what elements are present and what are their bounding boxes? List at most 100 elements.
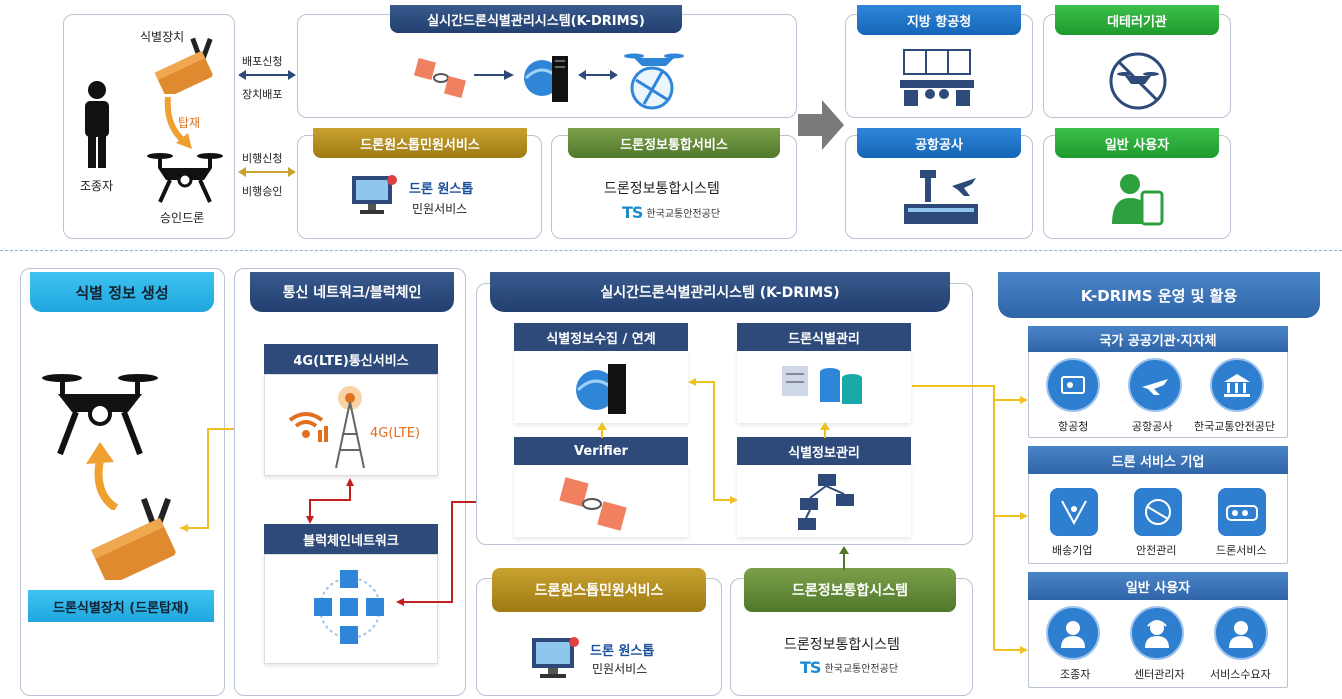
verifier-title: Verifier [514, 437, 688, 465]
network-nodes-icon [798, 474, 854, 530]
ts-logo-top: TS 한국교통안전공단 [622, 203, 720, 222]
item-service-consumer: 서비스수요자 [1210, 668, 1271, 681]
service-consumer-icon [1214, 606, 1268, 660]
arrow-right-icon [474, 70, 514, 80]
item-airport-corp: 공항공사 [1132, 420, 1173, 433]
onestop-bottom-line2: 민원서비스 [592, 662, 648, 676]
ts-logo-bottom: TS 한국교통안전공단 [800, 658, 898, 677]
mobile-user-icon [1112, 174, 1164, 226]
integ-up-arrow [839, 546, 849, 570]
kdrims-bottom-title: 실시간드론식별관리시스템 (K-DRIMS) [490, 272, 950, 312]
gen-panel [20, 268, 225, 696]
id-device-icon [154, 37, 213, 94]
gen-device-label: 드론식별장치 (드론탑재) [28, 590, 214, 622]
internal-loop-arrow [688, 378, 738, 504]
gen-title: 식별 정보 생성 [30, 272, 214, 312]
ts-logo-text-2: TS [800, 658, 821, 677]
monitor-icon-2 [532, 637, 579, 678]
id-device-large-icon [91, 497, 176, 580]
globe-server-icon [524, 56, 568, 102]
mount-label: 탑재 [178, 116, 201, 130]
item-drone-service: 드론서비스 [1216, 544, 1267, 557]
collect-title: 식별정보수집 / 연계 [514, 323, 688, 351]
flight-approval-label: 비행승인 [242, 185, 283, 198]
chain-title: 블럭체인네트워크 [264, 524, 438, 554]
device-label: 식별장치 [140, 30, 185, 44]
airport-corp-icon [1128, 358, 1182, 412]
double-arrow-icon [578, 70, 618, 80]
meeting-icon [900, 49, 974, 106]
authority-icon [1046, 358, 1100, 412]
item-kotsa: 한국교통안전공단 [1194, 420, 1275, 433]
idinfo-title: 식별정보관리 [737, 437, 911, 465]
group-company-title: 드론 서비스 기업 [1028, 446, 1288, 474]
integ-bottom-body: 드론정보통합시스템 [784, 637, 900, 653]
drone-large-icon [42, 374, 158, 456]
org-title-antiterror: 대테러기관 [1055, 5, 1219, 35]
drone-service-icon [1218, 488, 1266, 536]
lte-title: 4G(LTE)통신서비스 [264, 344, 438, 374]
blockchain-icon [314, 570, 384, 644]
chain-link-icon [414, 58, 467, 98]
integ-top-body: 드론정보통합시스템 [604, 181, 720, 197]
ts-logo-text: TS [622, 203, 643, 222]
pilot-icon [85, 81, 109, 168]
center-manager-icon [1130, 606, 1184, 660]
globe-server-icon-2 [576, 364, 626, 414]
lte-chain-arrow [306, 478, 354, 524]
deploy-arrow [238, 70, 296, 80]
drone-icon [147, 153, 223, 203]
big-arrow-icon [798, 100, 844, 150]
manage-title: 드론식별관리 [737, 323, 911, 351]
drone-label: 승인드론 [160, 211, 205, 225]
internal-up-arrow-1 [597, 422, 607, 438]
kotsa-icon [1210, 358, 1264, 412]
ts-org-text-2: 한국교통안전공단 [824, 664, 899, 675]
lte-box [264, 374, 438, 476]
item-delivery: 배송기업 [1052, 544, 1093, 557]
org-title-regional: 지방 항공청 [857, 5, 1021, 35]
onestop-top-line2: 민원서비스 [412, 202, 468, 216]
item-pilot: 조종자 [1060, 668, 1091, 681]
onestop-bottom-line1: 드론 원스톱 [590, 644, 655, 659]
cell-tower-icon [335, 386, 365, 469]
kdrims-top-title: 실시간드론식별관리시스템(K-DRIMS) [390, 5, 682, 33]
mount-arrow [164, 96, 192, 149]
group-public-title: 국가 공공기관·지자체 [1028, 326, 1288, 352]
kdrims-to-users-connector [912, 385, 1028, 654]
deploy-request-label: 배포신청 [242, 55, 283, 68]
pilot-label: 조종자 [80, 179, 114, 193]
delivery-icon [1050, 488, 1098, 536]
onestop-top-title: 드론원스톱민원서비스 [313, 128, 527, 158]
integ-top-title: 드론정보통합서비스 [568, 128, 780, 158]
integ-bottom-title: 드론정보통합시스템 [744, 568, 956, 612]
org-title-airport: 공항공사 [857, 128, 1021, 158]
gen-up-arrow [86, 442, 119, 510]
safety-icon [1134, 488, 1182, 536]
monitor-icon [352, 175, 397, 214]
net-title: 통신 네트워크/블럭체인 [250, 272, 454, 312]
flight-arrow [238, 167, 296, 177]
device-deploy-label: 장치배포 [242, 88, 283, 101]
onestop-top-line1: 드론 원스톱 [409, 182, 474, 197]
group-users-title: 일반 사용자 [1028, 572, 1288, 600]
item-center-manager: 센터관리자 [1134, 668, 1185, 681]
item-safety: 안전관리 [1136, 544, 1177, 557]
org-title-public: 일반 사용자 [1055, 128, 1219, 158]
section-separator [0, 250, 1342, 251]
flight-request-label: 비행신청 [242, 152, 283, 165]
chain-link-icon-2 [559, 477, 627, 531]
onestop-bottom-title: 드론원스톱민원서비스 [492, 568, 706, 612]
chain-box [264, 554, 438, 664]
use-title: K-DRIMS 운영 및 활용 [998, 272, 1320, 318]
pilot-user-icon [1046, 606, 1100, 660]
item-authority: 항공청 [1058, 420, 1089, 433]
drone-map-icon [624, 53, 684, 110]
ts-org-text: 한국교통안전공단 [646, 209, 721, 220]
airport-icon [904, 170, 978, 224]
wifi-icon [288, 412, 328, 442]
database-icon [782, 366, 862, 404]
internal-up-arrow-2 [820, 422, 830, 438]
no-drone-icon [1109, 52, 1167, 110]
lte-label: 4G(LTE) [370, 426, 421, 441]
